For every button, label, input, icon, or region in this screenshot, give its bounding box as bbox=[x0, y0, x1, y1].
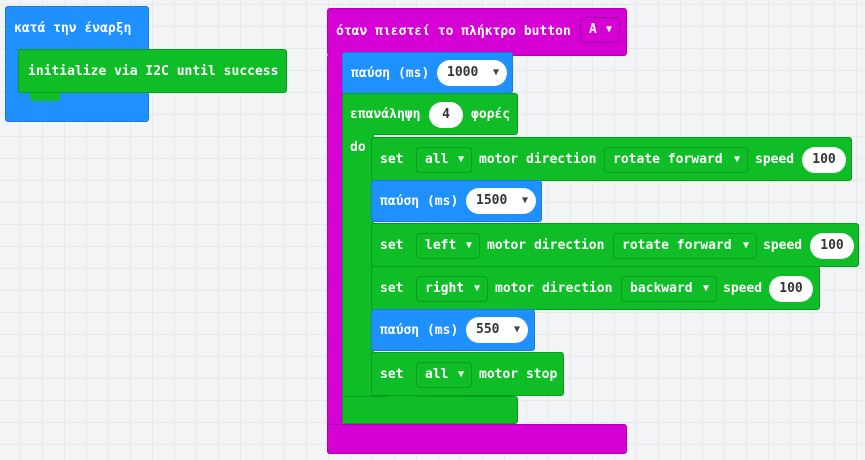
motor-direction-dropdown[interactable]: rotate forward ▼ bbox=[613, 233, 757, 259]
repeat-spine: do bbox=[342, 130, 374, 424]
on-start-label: κατά την έναρξη bbox=[14, 21, 132, 36]
pause-value-dropdown[interactable]: 1500 ▼ bbox=[466, 188, 536, 214]
set-motor-block-right[interactable]: set right ▼ motor direction backward ▼ s… bbox=[371, 266, 820, 310]
pause-block-1500[interactable]: παύση (ms) 1500 ▼ bbox=[371, 180, 542, 222]
chevron-down-icon: ▼ bbox=[465, 240, 472, 251]
chevron-down-icon: ▼ bbox=[702, 283, 709, 294]
chevron-down-icon: ▼ bbox=[492, 67, 499, 78]
repeat-label: επανάληψη bbox=[350, 107, 421, 122]
chevron-down-icon: ▼ bbox=[521, 195, 528, 206]
chevron-down-icon: ▼ bbox=[457, 369, 464, 380]
on-button-spine bbox=[327, 54, 343, 454]
pause-block-550[interactable]: παύση (ms) 550 ▼ bbox=[371, 309, 535, 351]
pause-value-dropdown[interactable]: 1000 ▼ bbox=[437, 60, 507, 86]
on-button-hat-block[interactable]: όταν πιεστεί το πλήκτρο button A ▼ bbox=[327, 8, 627, 56]
i2c-notch bbox=[30, 93, 60, 101]
pause-block-1000[interactable]: παύση (ms) 1000 ▼ bbox=[342, 52, 513, 94]
motor-stop-block[interactable]: set all ▼ motor stop bbox=[371, 352, 564, 396]
chevron-down-icon: ▼ bbox=[513, 324, 520, 335]
speed-input[interactable]: 100 bbox=[810, 233, 854, 259]
repeat-suffix: φορές bbox=[471, 107, 511, 122]
button-dropdown[interactable]: A ▼ bbox=[580, 17, 620, 43]
speed-input[interactable]: 100 bbox=[769, 276, 813, 302]
set-motor-block-left[interactable]: set left ▼ motor direction rotate forwar… bbox=[371, 223, 859, 267]
pause-value-dropdown[interactable]: 550 ▼ bbox=[466, 317, 528, 343]
motor-direction-dropdown[interactable]: backward ▼ bbox=[621, 276, 717, 302]
set-motor-block-all[interactable]: set all ▼ motor direction rotate forward… bbox=[371, 137, 852, 181]
motor-target-dropdown[interactable]: all ▼ bbox=[416, 362, 472, 388]
i2c-init-block[interactable]: initialize via I2C until success bbox=[18, 49, 287, 93]
motor-target-dropdown[interactable]: right ▼ bbox=[416, 276, 488, 302]
i2c-init-label: initialize via I2C until success bbox=[28, 64, 279, 79]
speed-input[interactable]: 100 bbox=[802, 147, 846, 173]
on-button-label: όταν πιεστεί το πλήκτρο button bbox=[336, 24, 571, 39]
on-button-footer bbox=[327, 424, 627, 454]
motor-direction-dropdown[interactable]: rotate forward ▼ bbox=[604, 147, 748, 173]
chevron-down-icon: ▼ bbox=[733, 154, 740, 165]
chevron-down-icon: ▼ bbox=[473, 283, 480, 294]
repeat-block[interactable]: επανάληψη 4 φορές bbox=[342, 93, 518, 135]
button-value: A bbox=[589, 22, 597, 37]
stop-notch bbox=[387, 396, 417, 404]
repeat-footer bbox=[342, 396, 518, 424]
pause-label: παύση (ms) bbox=[351, 66, 430, 81]
chevron-down-icon: ▼ bbox=[605, 24, 612, 35]
chevron-down-icon: ▼ bbox=[742, 240, 749, 251]
motor-target-dropdown[interactable]: all ▼ bbox=[416, 147, 472, 173]
chevron-down-icon: ▼ bbox=[457, 154, 464, 165]
repeat-count-input[interactable]: 4 bbox=[429, 102, 463, 128]
motor-target-dropdown[interactable]: left ▼ bbox=[416, 233, 480, 259]
repeat-do-label: do bbox=[350, 140, 366, 155]
